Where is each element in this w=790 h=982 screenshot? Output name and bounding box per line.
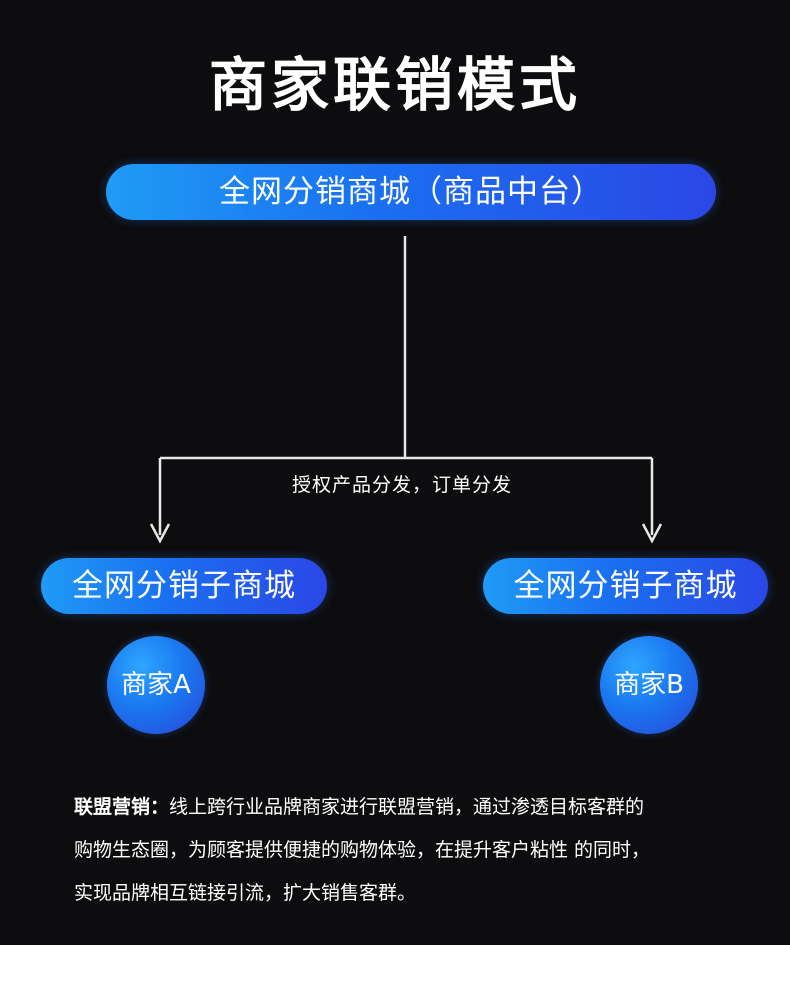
merchant-b-circle: 商家B	[600, 636, 698, 734]
page-title: 商家联销模式	[208, 51, 581, 119]
description-line-1: 联盟营销：线上跨行业品牌商家进行联盟营销，通过渗透目标客群的	[74, 786, 754, 829]
description-line-3: 实现品牌相互链接引流，扩大销售客群。	[74, 882, 417, 904]
merchant-a-circle: 商家A	[107, 636, 205, 734]
description-line-1-text: 线上跨行业品牌商家进行联盟营销，通过渗透目标客群的	[169, 796, 645, 818]
description-paragraph: 联盟营销：线上跨行业品牌商家进行联盟营销，通过渗透目标客群的 购物生态圈，为顾客…	[74, 786, 754, 915]
top-node-central-mall: 全网分销商城（商品中台）	[106, 164, 716, 220]
arrow-down-right-icon	[641, 523, 663, 544]
flow-label: 授权产品分发，订单分发	[291, 474, 512, 496]
description-lead: 联盟营销：	[74, 796, 170, 818]
connector-lines	[149, 236, 663, 544]
sub-node-mall-b: 全网分销子商城	[483, 558, 768, 614]
diagram-canvas: 商家联销模式 全网分销商城（商品中台） 授权产品分发，订单分发 全网分销子商城 …	[0, 0, 790, 945]
sub-node-mall-a: 全网分销子商城	[41, 558, 327, 614]
description-line-2: 购物生态圈，为顾客提供便捷的购物体验，在提升客户粘性 的同时，	[74, 839, 651, 861]
arrow-down-left-icon	[149, 523, 171, 544]
